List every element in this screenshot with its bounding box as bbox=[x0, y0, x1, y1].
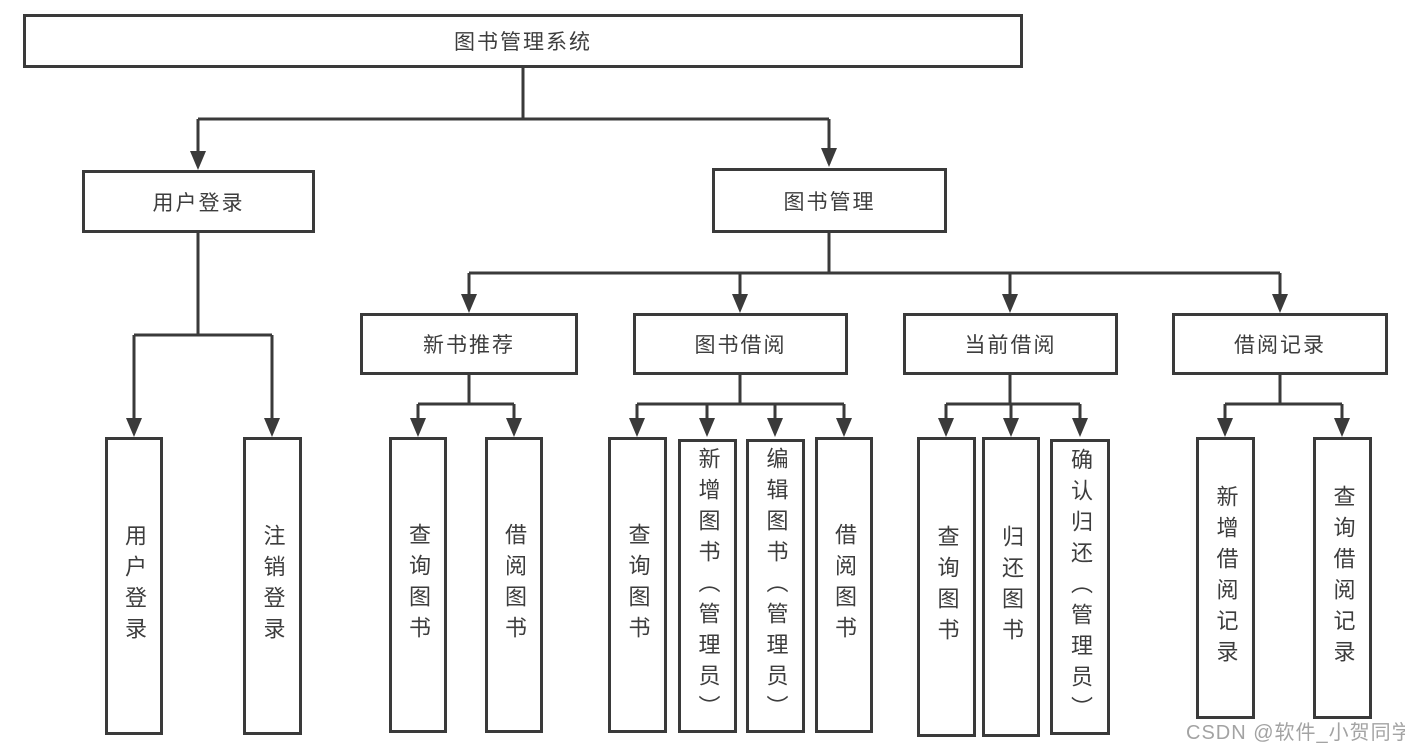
node-label: 新增图书（管理员） bbox=[695, 446, 721, 726]
node-label: 新书推荐 bbox=[423, 334, 515, 357]
arrowhead bbox=[1002, 294, 1018, 313]
leaf-logout: 注销登录 bbox=[243, 437, 302, 735]
node-label: 图书借阅 bbox=[694, 334, 787, 357]
node-label: 用户登录 bbox=[152, 191, 245, 215]
leaf-user-login: 用户登录 bbox=[105, 437, 163, 735]
node-label: 查询图书 bbox=[406, 523, 431, 647]
arrowhead bbox=[410, 418, 426, 437]
arrowhead bbox=[629, 418, 645, 437]
node-label: 借阅记录 bbox=[1234, 334, 1326, 357]
connector-path bbox=[132, 68, 1344, 432]
arrowhead bbox=[190, 151, 206, 170]
arrowhead bbox=[1003, 418, 1019, 437]
leaf-currentborrow-query-books: 查询图书 bbox=[917, 437, 976, 737]
node-label: 编辑图书（管理员） bbox=[763, 446, 789, 726]
leaf-bookborrow-add-books-admin: 新增图书（管理员） bbox=[678, 439, 737, 733]
arrowhead bbox=[1072, 418, 1088, 437]
node-label: 注销登录 bbox=[260, 524, 286, 648]
arrowhead bbox=[699, 418, 715, 437]
leaf-bookborrow-borrow-books: 借阅图书 bbox=[815, 437, 873, 733]
arrowhead bbox=[821, 148, 837, 167]
node-label: 查询图书 bbox=[625, 523, 651, 647]
arrowhead bbox=[506, 418, 522, 437]
leaf-newbookrec-query-books: 查询图书 bbox=[389, 437, 447, 733]
node-label: 借阅图书 bbox=[502, 523, 527, 647]
node-label: 查询图书 bbox=[934, 525, 960, 649]
node-new-book-recommendation: 新书推荐 bbox=[360, 313, 578, 375]
arrowhead bbox=[1272, 294, 1288, 313]
arrowhead bbox=[1217, 418, 1233, 437]
leaf-borrowrecord-query-record: 查询借阅记录 bbox=[1313, 437, 1372, 719]
arrowhead bbox=[836, 418, 852, 437]
arrowhead bbox=[126, 418, 142, 437]
node-label: 归还图书 bbox=[999, 525, 1024, 649]
leaf-currentborrow-return-books: 归还图书 bbox=[982, 437, 1040, 737]
node-user-login: 用户登录 bbox=[82, 170, 315, 233]
arrowhead bbox=[264, 418, 280, 437]
arrowhead bbox=[1334, 418, 1350, 437]
leaf-newbookrec-borrow-books: 借阅图书 bbox=[485, 437, 543, 733]
node-label: 图书管理 bbox=[783, 190, 876, 214]
node-label: 当前借阅 bbox=[964, 334, 1057, 357]
node-book-management-system: 图书管理系统 bbox=[23, 14, 1023, 68]
arrowhead bbox=[732, 294, 748, 313]
arrowhead bbox=[938, 418, 954, 437]
node-label: 图书管理系统 bbox=[454, 31, 592, 54]
leaf-bookborrow-edit-books-admin: 编辑图书（管理员） bbox=[746, 439, 805, 733]
node-label: 确认归还（管理员） bbox=[1068, 447, 1093, 727]
node-label: 用户登录 bbox=[122, 524, 147, 648]
node-label: 查询借阅记录 bbox=[1330, 485, 1356, 671]
arrowhead bbox=[767, 418, 783, 437]
node-book-borrowing: 图书借阅 bbox=[633, 313, 848, 375]
leaf-currentborrow-confirm-return-admin: 确认归还（管理员） bbox=[1050, 439, 1110, 735]
leaf-borrowrecord-add-record: 新增借阅记录 bbox=[1196, 437, 1255, 719]
leaf-bookborrow-query-books: 查询图书 bbox=[608, 437, 667, 733]
node-book-management: 图书管理 bbox=[712, 168, 947, 233]
node-label: 新增借阅记录 bbox=[1213, 485, 1239, 671]
node-label: 借阅图书 bbox=[832, 523, 857, 647]
csdn-watermark: CSDN @软件_小贺同学 bbox=[1186, 722, 1405, 744]
node-borrowing-records: 借阅记录 bbox=[1172, 313, 1388, 375]
arrowhead bbox=[461, 294, 477, 313]
node-current-borrowing: 当前借阅 bbox=[903, 313, 1118, 375]
